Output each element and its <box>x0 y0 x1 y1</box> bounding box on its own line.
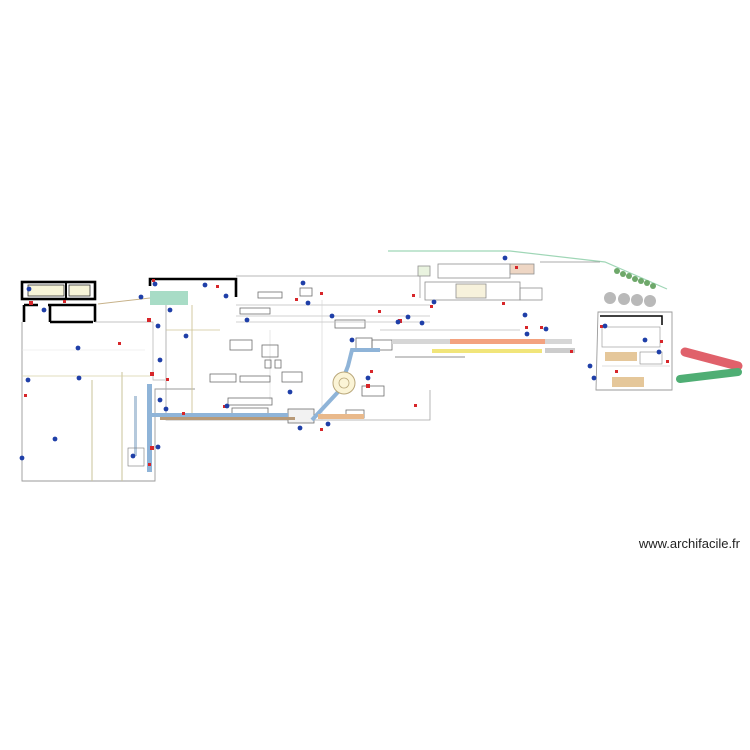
red-hose <box>680 347 743 371</box>
office-block-wall <box>20 280 97 301</box>
watermark: www.archifacile.fr <box>638 536 740 551</box>
mint-conveyor-zone <box>150 291 188 305</box>
storage-tanks <box>604 292 656 307</box>
office-lower-wall <box>22 303 97 324</box>
right-building <box>595 311 743 391</box>
safety-sign-markers <box>19 255 662 461</box>
left-building <box>20 280 195 482</box>
office-room-1 <box>27 284 65 297</box>
central-building-wall <box>148 277 238 297</box>
carousel-ring <box>332 371 356 395</box>
dock-tan <box>318 414 364 419</box>
production-band-yellow <box>432 349 542 353</box>
left-hall-outline <box>21 322 195 482</box>
hedge <box>614 268 656 289</box>
central-building <box>148 275 575 424</box>
green-hose <box>676 368 742 383</box>
office-room-2 <box>68 284 91 297</box>
horizontal-conveyor <box>152 413 288 417</box>
production-band-salmon <box>450 339 545 344</box>
room-sand-1 <box>605 352 637 361</box>
brown-conveyor <box>160 417 295 420</box>
room-sand-2 <box>612 377 644 387</box>
machines <box>209 287 393 424</box>
diagonal-conveyor <box>310 348 380 422</box>
vertical-conveyor <box>147 384 152 472</box>
top-right-buildings <box>388 250 668 301</box>
